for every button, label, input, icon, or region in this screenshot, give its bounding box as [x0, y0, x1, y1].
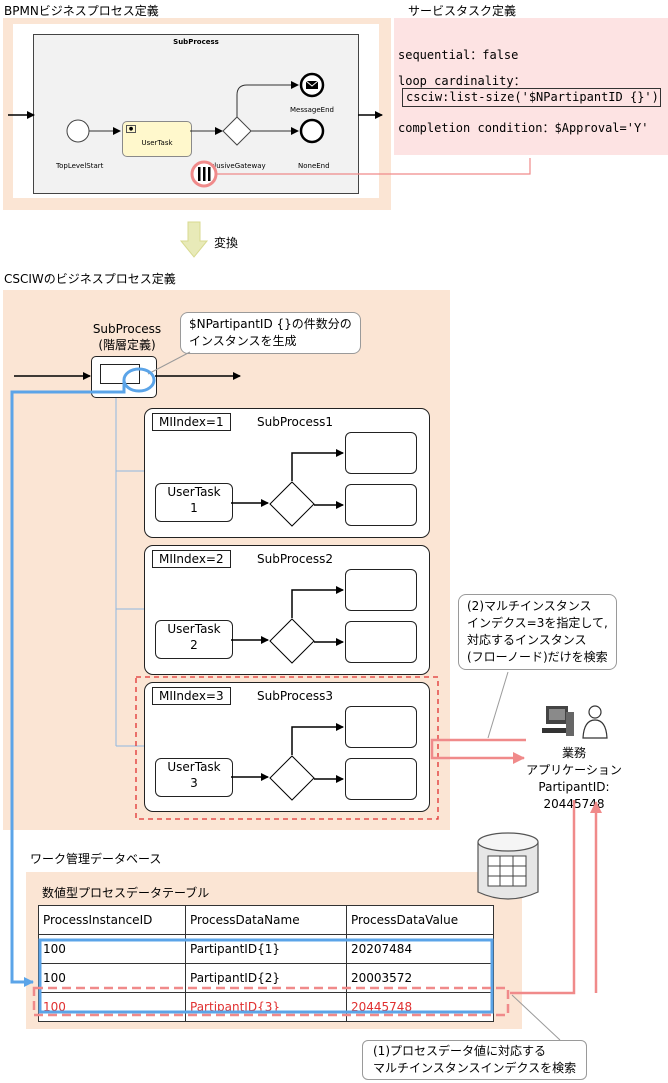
instance-index-2: MIIndex=2	[152, 550, 231, 568]
bpmn-none-end	[299, 118, 325, 144]
usertask-2-line-2: 2	[190, 638, 198, 652]
database-icon	[477, 832, 539, 900]
bpmn-subprocess-label: SubProcess	[173, 38, 219, 46]
instance-connectors	[115, 398, 144, 747]
instance-1-end-top	[345, 432, 417, 474]
csciw-subprocess-label: SubProcess (階層定義)	[92, 321, 162, 353]
instance-gateways	[269, 481, 315, 801]
instance-usertask-2: UserTask 2	[155, 620, 233, 659]
search-callout-line-3: 対応するインスタンス	[467, 633, 587, 647]
mi-link-line	[216, 158, 531, 175]
instance-usertask-1: UserTask 1	[155, 483, 233, 522]
search-callout: (2)マルチインスタンス インデクス=3を指定して, 対応するインスタンス (フ…	[458, 594, 617, 670]
db-to-app-line	[510, 800, 576, 995]
row-3-pink-highlight	[32, 986, 510, 1017]
bpmn-start-event	[66, 119, 90, 143]
search-callout-line-2: インデクス=3を指定して,	[467, 616, 608, 630]
callout-line-1: $NPartipantID {}の件数分の	[189, 317, 352, 331]
gateway-2	[269, 618, 315, 664]
app-to-instance-arrow	[430, 738, 526, 764]
table-cell: 100	[38, 992, 186, 1022]
bpmn-panel: SubProcess ● UserTask TopLevelStart Excl…	[3, 18, 391, 210]
instance-3-highlight	[135, 676, 439, 820]
csciw-subprocess-inner	[100, 364, 140, 384]
user-pc-icon	[542, 705, 608, 739]
bottom-callout-line-2: マルチインスタンスインデクスを検索	[373, 1061, 577, 1075]
instance-name-3: SubProcess3	[257, 689, 333, 703]
bpmn-none-end-label: NoneEnd	[298, 162, 330, 170]
bpmn-usertask-label: UserTask	[141, 139, 173, 147]
callout-line-2: インスタンスを生成	[189, 334, 297, 348]
instance-index-1: MIIndex=1	[152, 413, 231, 431]
bpmn-gateway-label: ExclusiveGateway	[202, 162, 266, 170]
bpmn-usertask: ● UserTask	[122, 121, 192, 157]
gateway-1	[269, 481, 315, 527]
envelope-icon	[306, 81, 318, 89]
bpmn-message-end-label: MessageEnd	[290, 106, 334, 114]
instance-flows	[231, 449, 344, 783]
instance-name-1: SubProcess1	[257, 415, 333, 429]
service-task-title: サービスタスク定義	[408, 4, 517, 18]
instance-3-end-top	[345, 706, 417, 748]
list-size-expression: csciw:list-size('$NPartipantID {}')	[402, 88, 661, 107]
completion-text: completion condition：$Approval='Y'	[398, 121, 649, 135]
bpmn-flow	[8, 72, 531, 188]
gateway-3	[269, 755, 315, 801]
instance-name-2: SubProcess2	[257, 552, 333, 566]
search-callout-line-1: (2)マルチインスタンス	[467, 599, 592, 613]
rows-blue-highlight	[38, 938, 494, 1014]
conversion-arrow	[179, 221, 209, 258]
app-line-1: 業務	[561, 746, 586, 760]
bpmn-start-label: TopLevelStart	[56, 162, 104, 170]
sequential-text: sequential：false	[398, 48, 519, 62]
app-line-2: アプリケーション	[526, 763, 622, 777]
conversion-label: 変換	[214, 236, 239, 250]
mi-bar-icon	[198, 167, 201, 181]
usertask-1-line-1: UserTask	[167, 485, 221, 499]
user-icon: ●	[126, 125, 136, 133]
bpmn-gateway	[222, 116, 252, 146]
usertask-2-line-1: UserTask	[167, 622, 221, 636]
generate-instances-callout: $NPartipantID {}の件数分の インスタンスを生成	[180, 312, 361, 354]
instance-3-end-bottom	[345, 758, 417, 800]
db-table-title: 数値型プロセスデータテーブル	[42, 886, 210, 900]
bpmn-title: BPMNビジネスプロセス定義	[4, 4, 159, 18]
instance-1-end-bottom	[345, 484, 417, 526]
usertask-1-line-2: 1	[190, 501, 198, 515]
blue-data-link	[10, 380, 126, 987]
usertask-3-line-1: UserTask	[167, 760, 221, 774]
app-line-3: PartipantID:	[538, 780, 610, 794]
bottom-callout-line-1: (1)プロセスデータ値に対応する	[373, 1044, 546, 1058]
service-task-panel: sequential：false loop cardinality： csciw…	[394, 18, 668, 155]
search-callout-line-4: (フローノード)だけを検索	[467, 650, 608, 664]
instance-usertask-3: UserTask 3	[155, 758, 233, 797]
bpmn-subprocess: SubProcess ● UserTask TopLevelStart Excl…	[33, 34, 359, 194]
instance-index-3: MIIndex=3	[152, 687, 231, 705]
instance-2-end-top	[345, 569, 417, 611]
csciw-subprocess-label-1: SubProcess	[92, 322, 162, 336]
csciw-title: CSCIWのビジネスプロセス定義	[4, 272, 176, 286]
usertask-3-line-2: 3	[190, 776, 198, 790]
csciw-subprocess-label-2: (階層定義)	[98, 338, 156, 352]
table-header-row: ProcessInstanceID ProcessDataName Proces…	[38, 905, 494, 935]
table-cell: 20445748	[346, 992, 494, 1022]
bottom-callout: (1)プロセスデータ値に対応する マルチインスタンスインデクスを検索	[362, 1040, 588, 1080]
csciw-mi-highlight	[122, 367, 156, 393]
instance-2-end-bottom	[345, 621, 417, 663]
loop-cardinality-text: loop cardinality：	[398, 74, 526, 88]
db-title: ワーク管理データベース	[30, 852, 162, 866]
